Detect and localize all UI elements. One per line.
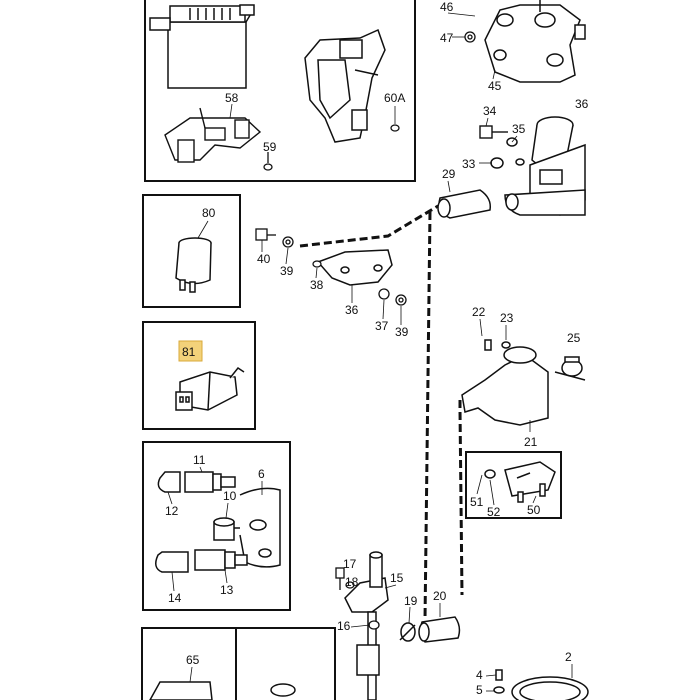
label-80: 80 [202,206,216,220]
screw-60a [390,124,400,132]
label-18: 18 [345,575,359,589]
bolt-40 [255,228,276,241]
washers-39 [282,236,407,306]
label-59: 59 [263,140,277,154]
valve-assembly-45 [484,0,586,83]
valve-21 [461,339,549,426]
label-23: 23 [500,311,514,325]
label-11: 11 [193,453,206,467]
label-33: 33 [462,157,476,171]
part-65 [149,681,213,700]
screw-17-18 [335,567,355,590]
label-46: 46 [440,0,454,14]
label-16: 16 [337,619,351,633]
label-60a: 60A [384,91,405,105]
label-12: 12 [165,504,179,518]
label-35: 35 [512,122,526,136]
label-29: 29 [442,167,456,181]
panel-50-52 [465,451,562,519]
clip-19 [399,622,416,642]
label-37: 37 [375,319,389,333]
label-38: 38 [310,278,324,292]
pin-38 [312,260,322,268]
label-65: 65 [186,653,200,667]
panel-65 [141,627,336,700]
bracket-15 [344,551,389,700]
cap-part [270,683,296,697]
label-34: 34 [483,104,497,118]
label-17: 17 [343,557,357,571]
nut-37 [378,288,390,300]
manifold-6 [239,487,281,568]
label-39a: 39 [280,264,294,278]
hose-20 [418,616,461,643]
panel-81 [142,321,256,430]
label-15: 15 [390,571,404,585]
washer-47 [464,31,476,43]
label-22: 22 [472,305,486,319]
sensor-13-14 [155,549,248,573]
hose-29 [437,189,586,219]
clamp-25 [554,356,586,381]
label-21: 21 [524,435,538,449]
label-45: 45 [488,79,502,93]
label-52: 52 [487,505,501,519]
label-81: 81 [182,345,196,359]
label-19: 19 [404,594,418,608]
label-13: 13 [220,583,234,597]
label-25: 25 [567,331,581,345]
panel-6-14 [142,441,291,611]
leader-lines [167,12,573,692]
connector-81 [175,366,245,411]
bracket-60a [304,28,386,143]
linkage-bracket-36 [316,249,393,286]
fitting-10 [213,517,242,541]
label-20: 20 [433,589,447,603]
label-6: 6 [258,467,265,481]
parts-4-5-2 [493,669,589,700]
label-36-top: 36 [575,97,589,111]
panel-80 [142,194,241,308]
label-14: 14 [168,591,182,605]
screw-59 [263,152,273,171]
mount-bracket-58 [164,107,262,163]
label-36: 36 [345,303,359,317]
label-4: 4 [476,668,483,682]
control-unit-box [149,4,255,89]
relay-80 [175,237,212,293]
label-47: 47 [440,31,454,45]
label-50: 50 [527,503,541,517]
label-51: 51 [470,495,484,509]
label-81-highlight [178,340,203,362]
label-2: 2 [565,650,572,664]
sensor-11-12 [157,471,236,493]
label-58: 58 [225,91,239,105]
label-40: 40 [257,252,271,266]
dashed-cable [299,204,464,621]
label-5: 5 [476,683,483,697]
washer-16 [368,620,380,630]
label-39b: 39 [395,325,409,339]
part-labels: 46 47 45 58 59 60A 34 35 36 33 29 80 40 … [165,0,589,697]
switch-50 [484,461,556,503]
panel-top-left [144,0,416,182]
label-10: 10 [223,489,237,503]
